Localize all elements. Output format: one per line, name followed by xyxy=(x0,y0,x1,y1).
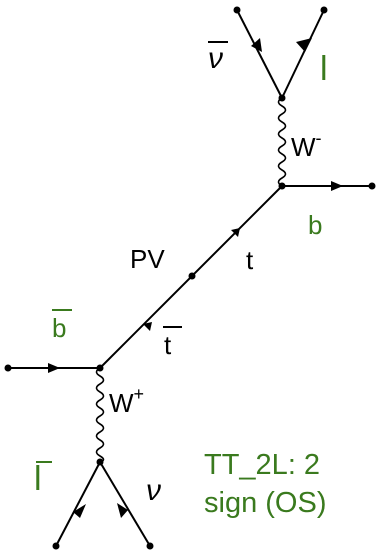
vertex-b xyxy=(278,182,286,190)
endpoint-nubar xyxy=(233,6,241,14)
arrow-tbar xyxy=(143,322,152,331)
w-plus-label: W+ xyxy=(109,384,144,418)
arrow-nubar-top xyxy=(251,38,262,52)
lbar-bottom-line xyxy=(55,461,101,547)
lbar-bottom-label: l xyxy=(34,460,42,498)
arrow-b xyxy=(331,181,343,191)
caption-line-1: TT_2L: 2 xyxy=(204,449,320,481)
arrow-l-top xyxy=(296,38,312,52)
arrow-bbar xyxy=(48,363,60,373)
b-label: b xyxy=(308,210,322,240)
bbar-label: b xyxy=(52,313,66,343)
arrow-t xyxy=(231,228,240,237)
t-label: t xyxy=(246,245,254,275)
pv-label: PV xyxy=(130,244,165,274)
caption-line-2: sign (OS) xyxy=(204,487,326,519)
arrow-nu-bottom xyxy=(117,503,128,518)
w-minus-propagator xyxy=(277,97,287,187)
nu-bottom-label: ν xyxy=(146,474,161,507)
vertex-top xyxy=(278,94,286,102)
arrow-lbar-bottom xyxy=(73,504,86,518)
w-minus-label: W- xyxy=(291,128,322,162)
nu-bottom-line xyxy=(99,461,151,547)
l-top-line xyxy=(281,9,325,99)
endpoint-b xyxy=(368,182,376,190)
tbar-label: t xyxy=(164,330,172,360)
endpoint-l xyxy=(320,6,328,14)
nubar-top-label: ν xyxy=(208,42,223,75)
w-plus-propagator xyxy=(95,367,105,463)
l-top-label: l xyxy=(320,50,328,88)
pv-vertex xyxy=(188,272,196,280)
nubar-top-line xyxy=(236,9,283,99)
